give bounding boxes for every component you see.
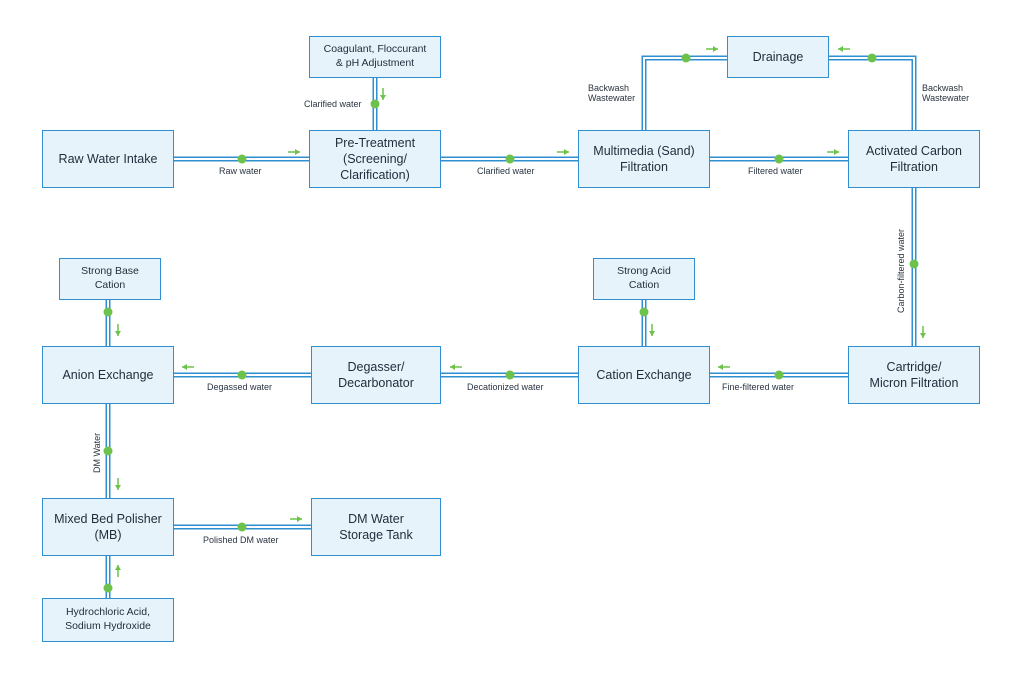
pipe-carbon-backwash-inner <box>829 57 915 130</box>
strong-acid-cation-box: Strong Acid Cation <box>593 258 695 300</box>
anion-exchange-box: Anion Exchange <box>42 346 174 404</box>
raw-water-label: Raw water <box>219 166 262 176</box>
arrow-polished-head <box>297 516 302 522</box>
carbon-filtered-label: Carbon-filtered water <box>896 228 906 313</box>
arrow-backwash-left-head <box>713 46 718 52</box>
joint-strong-base <box>103 307 113 317</box>
joint-backwash-left <box>681 53 691 63</box>
cartridge-filtration-box: Cartridge/ Micron Filtration <box>848 346 980 404</box>
arrow-fine-filtered-head <box>718 364 723 370</box>
degasser-box: Degasser/ Decarbonator <box>311 346 441 404</box>
joint-carbon-filtered <box>909 259 919 269</box>
multimedia-filtration-box: Multimedia (Sand) Filtration <box>578 130 710 188</box>
pipe-multimedia-backwash-inner <box>643 57 727 130</box>
pipe-multimedia-backwash <box>641 55 727 130</box>
strong-base-cation-box: Strong Base Cation <box>59 258 161 300</box>
filtered-water-label: Filtered water <box>748 166 803 176</box>
fine-filtered-label: Fine-filtered water <box>722 382 795 392</box>
arrow-chemicals-head <box>115 565 121 570</box>
joint-fine-filtered <box>774 370 784 380</box>
backwash-left-label: Backwash Wastewater <box>588 83 636 104</box>
joint-chemicals <box>103 583 113 593</box>
arrow-decationized-head <box>450 364 455 370</box>
joint-degassed <box>237 370 247 380</box>
cation-exchange-box: Cation Exchange <box>578 346 710 404</box>
joint-filtered <box>774 154 784 164</box>
mixed-bed-polisher-box: Mixed Bed Polisher (MB) <box>42 498 174 556</box>
arrow-raw-water-head <box>295 149 300 155</box>
joint-clarified <box>505 154 515 164</box>
arrow-strong-acid-head <box>649 331 655 336</box>
arrow-strong-base-head <box>115 331 121 336</box>
backwash-right-label: Backwash Wastewater <box>922 83 970 104</box>
joint-coagulant <box>370 99 380 109</box>
joint-polished <box>237 522 247 532</box>
arrow-degassed-head <box>182 364 187 370</box>
pre-treatment-box: Pre-Treatment (Screening/ Clarification) <box>309 130 441 188</box>
decationized-label: Decationized water <box>467 382 544 392</box>
activated-carbon-box: Activated Carbon Filtration <box>848 130 980 188</box>
degassed-label: Degassed water <box>207 382 273 392</box>
arrow-backwash-right-head <box>838 46 843 52</box>
joint-decationized <box>505 370 515 380</box>
arrow-coagulant-head <box>380 95 386 100</box>
arrow-filtered-head <box>834 149 839 155</box>
joint-strong-acid <box>639 307 649 317</box>
pipe-carbon-backwash <box>829 55 917 130</box>
drainage-box: Drainage <box>727 36 829 78</box>
joint-raw-water <box>237 154 247 164</box>
clarified-water-top-label: Clarified water <box>304 99 362 109</box>
chemicals-box: Hydrochloric Acid, Sodium Hydroxide <box>42 598 174 642</box>
arrow-carbon-filtered-head <box>920 333 926 338</box>
dm-water-storage-box: DM Water Storage Tank <box>311 498 441 556</box>
arrow-clarified-head <box>564 149 569 155</box>
clarified-water-label: Clarified water <box>477 166 535 176</box>
joint-backwash-right <box>867 53 877 63</box>
arrow-dm-water-head <box>115 485 121 490</box>
raw-water-intake-box: Raw Water Intake <box>42 130 174 188</box>
joint-dm-water <box>103 446 113 456</box>
polished-dm-label: Polished DM water <box>203 535 279 545</box>
coagulant-box: Coagulant, Floccurant & pH Adjustment <box>309 36 441 78</box>
dm-water-label: DM Water <box>92 432 102 473</box>
